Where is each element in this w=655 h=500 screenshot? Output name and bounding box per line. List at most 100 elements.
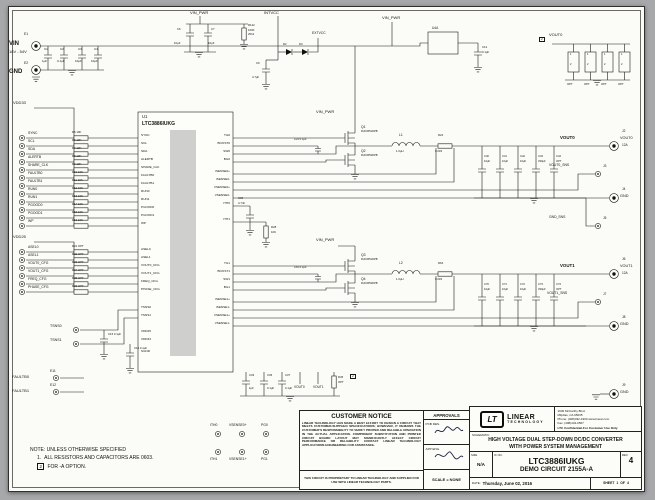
schematic-label: C4	[94, 47, 98, 51]
size-header: SIZE	[471, 452, 478, 457]
schematic-label: Q1	[361, 125, 366, 129]
schematic-label: C73	[538, 283, 543, 286]
schematic-label: 10μF	[75, 59, 82, 63]
sheets-total: 4	[627, 481, 629, 486]
schematic-label: R64	[438, 261, 444, 265]
schematic-label: VOUT0	[560, 135, 575, 140]
signature-scribble	[434, 451, 464, 460]
schematic-label: J5	[603, 216, 607, 220]
schematic-label: C43	[538, 155, 543, 158]
schematic-label: FREQ_CFG	[28, 277, 47, 281]
schematic-label: OPT	[601, 82, 607, 86]
schematic-label: R31 OPT	[72, 244, 84, 248]
schematic-label: C7	[211, 27, 215, 31]
schematic-label: 1.0μH	[396, 277, 404, 281]
schematic-label: RJK0651DPB	[361, 130, 378, 133]
schematic-label: RJK0651DPB	[361, 258, 378, 261]
schematic-label: SYNC	[141, 133, 150, 137]
schematic-label: R11 10K	[72, 178, 83, 182]
schematic-label: ISENSE0+	[215, 169, 230, 173]
schematic-label: FREQ_CFG	[141, 279, 158, 283]
schematic-label: 10μF	[502, 287, 509, 291]
sheet-value: 1	[616, 481, 619, 486]
schematic-label: 10μF	[484, 159, 491, 163]
schematic-label: C16 0.1μF	[134, 346, 148, 350]
schematic-label: OPT	[338, 380, 344, 384]
ic-shading	[170, 130, 196, 356]
schematic-label: LTC3886IUKG	[142, 121, 175, 127]
schematic-label: 1.0μH	[396, 149, 404, 153]
drawing-title-line2: WITH POWER SYSTEM MANAGEMENT	[509, 443, 602, 450]
schematic-label: 4.7μF	[252, 75, 260, 79]
date-label: DATE:	[472, 481, 481, 486]
schematic-label: L1	[399, 133, 403, 137]
schematic-label: 1	[570, 52, 572, 56]
size-cell: SIZE N/A	[470, 452, 493, 477]
schematic-label: 10μF	[502, 159, 509, 163]
schematic-label: RUN1	[141, 197, 150, 201]
schematic-label: TSNS1	[50, 338, 62, 342]
schematic-label: BG0	[223, 157, 230, 161]
note-item-1: 1. ALL RESISTORS AND CAPACITORS ARE 0603…	[37, 455, 153, 461]
schematic-label: 1μF	[249, 386, 254, 390]
schematic-label: R34 OPT	[72, 268, 84, 272]
schematic-label: PGOOD1	[28, 211, 43, 215]
schematic-label: 0.003	[435, 277, 442, 281]
sheet-label: SHEET	[603, 481, 615, 486]
approvals-title: APPROVALS	[424, 411, 469, 420]
schematic-label: C70	[484, 283, 489, 286]
schematic-label: C41	[502, 155, 507, 158]
schematic-label: ALERTB	[141, 157, 153, 161]
schematic-label: R5 10K	[72, 130, 82, 134]
schematic-label: EXTVCC	[312, 31, 326, 35]
rev-value: 4	[628, 455, 634, 465]
schematic-label: 2	[350, 374, 356, 380]
date-cell: DATE: Thursday, June 02, 2016	[470, 477, 591, 489]
schematic-label: OPT	[567, 82, 573, 86]
schematic-label: R16 10K	[72, 218, 83, 222]
schematic-label: VOUT1_CFG	[141, 271, 160, 275]
size-value: N/A	[477, 461, 485, 467]
schematic-label: FAULTB1	[28, 179, 43, 183]
schematic-label: J3	[603, 164, 607, 168]
customer-notice-title: CUSTOMER NOTICE	[331, 413, 392, 420]
schematic-label: C74	[556, 283, 561, 286]
schematic-label: FAULTB0	[12, 374, 30, 379]
schematic-label: TSNS0	[141, 305, 151, 309]
schematic-label: VIN_PWR	[316, 109, 335, 114]
schematic-label: ASEL1	[141, 255, 151, 259]
schematic-label: ASEL0	[141, 247, 151, 251]
schematic-label: 10μF	[520, 159, 527, 163]
schematic-label: VDD33	[141, 337, 151, 341]
schematic-label: C42	[520, 155, 525, 158]
rev-header: REV.	[622, 452, 629, 457]
schematic-label: BOOST0	[217, 141, 230, 145]
schematic-label: FAULTB1	[12, 388, 30, 393]
schematic-label: 330μF	[538, 159, 546, 163]
schematic-label: 0.1μF	[285, 386, 293, 390]
schematic-label: C9	[256, 61, 260, 65]
schematic-label: C3	[78, 47, 82, 51]
schematic-label: SYNC	[28, 131, 38, 135]
proprietary-footer: THIS CIRCUIT IS PROPRIETARY TO LINEAR TE…	[299, 470, 424, 490]
schematic-label: VOUT0_SNS	[549, 163, 570, 167]
schematic-label: 2	[570, 62, 572, 66]
schematic-label: R33 OPT	[72, 260, 84, 264]
schematic-label: VIN_PWR	[382, 15, 401, 20]
address-phone: Phone: (408)432-1900 www.linear.com	[557, 416, 610, 421]
schematic-label: RUN0	[141, 189, 150, 193]
schematic-label: VOUT0	[294, 385, 305, 389]
titleblock-top-row: LT LINEAR TECHNOLOGY 1630 McCarthy Blvd.…	[470, 407, 641, 433]
schematic-label: 4.7nF	[238, 200, 246, 205]
schematic-label: OPT	[618, 82, 624, 86]
approval-label: PCB DES.	[425, 421, 440, 426]
schematic-label: R15 10K	[72, 210, 83, 214]
schematic-label: VDD33	[13, 100, 26, 105]
schematic-label: 10μF	[208, 41, 215, 45]
schematic-label: E2	[24, 61, 29, 65]
schematic-label: GND	[620, 322, 629, 326]
lt-logo-icon: LT	[480, 410, 505, 428]
schematic-label: PGOOD1	[141, 213, 155, 217]
